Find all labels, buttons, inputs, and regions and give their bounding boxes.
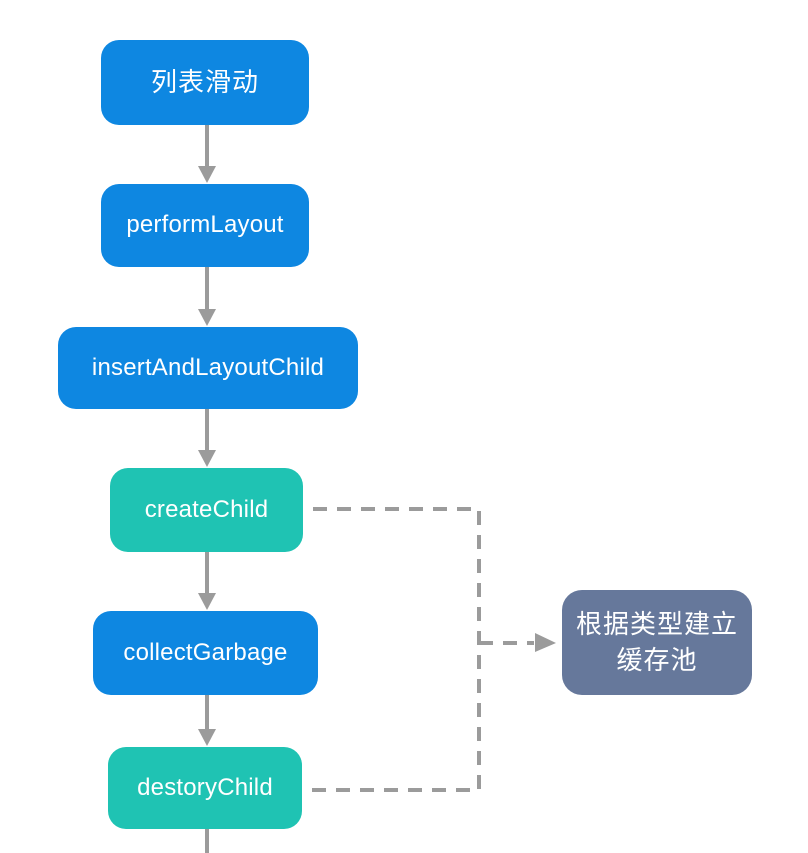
node-create-child: createChild (110, 468, 303, 552)
node-list-scroll-label: 列表滑动 (150, 66, 259, 97)
arrowhead-createchild-collectgarbage (198, 593, 216, 610)
node-cache-pool-label-line1: 根据类型建立 (575, 609, 738, 640)
node-cache-pool-label: 根据类型建立 缓存池 (576, 607, 738, 677)
arrowhead-listscroll-performlayout (198, 166, 216, 183)
node-collect-garbage-label: collectGarbage (123, 638, 288, 666)
node-cache-pool: 根据类型建立 缓存池 (562, 590, 752, 695)
arrowhead-to-cachepool (535, 633, 556, 652)
node-perform-layout-label: performLayout (126, 211, 284, 239)
arrowhead-collectgarbage-destorychild (198, 729, 216, 746)
node-insert-and-layout-child-label: insertAndLayoutChild (91, 353, 325, 381)
node-create-child-label: createChild (144, 495, 269, 523)
node-cache-pool-label-line2: 缓存池 (616, 644, 698, 675)
arrowhead-performlayout-insertandlayoutchild (198, 309, 216, 326)
node-perform-layout: performLayout (101, 184, 309, 267)
node-list-scroll: 列表滑动 (101, 40, 309, 125)
node-insert-and-layout-child: insertAndLayoutChild (58, 327, 358, 409)
node-destory-child: destoryChild (108, 747, 302, 829)
arrowhead-insertandlayoutchild-createchild (198, 450, 216, 467)
node-destory-child-label: destoryChild (137, 773, 273, 801)
node-collect-garbage: collectGarbage (93, 611, 318, 695)
dashed-connector-create-destory-merge (304, 507, 481, 792)
